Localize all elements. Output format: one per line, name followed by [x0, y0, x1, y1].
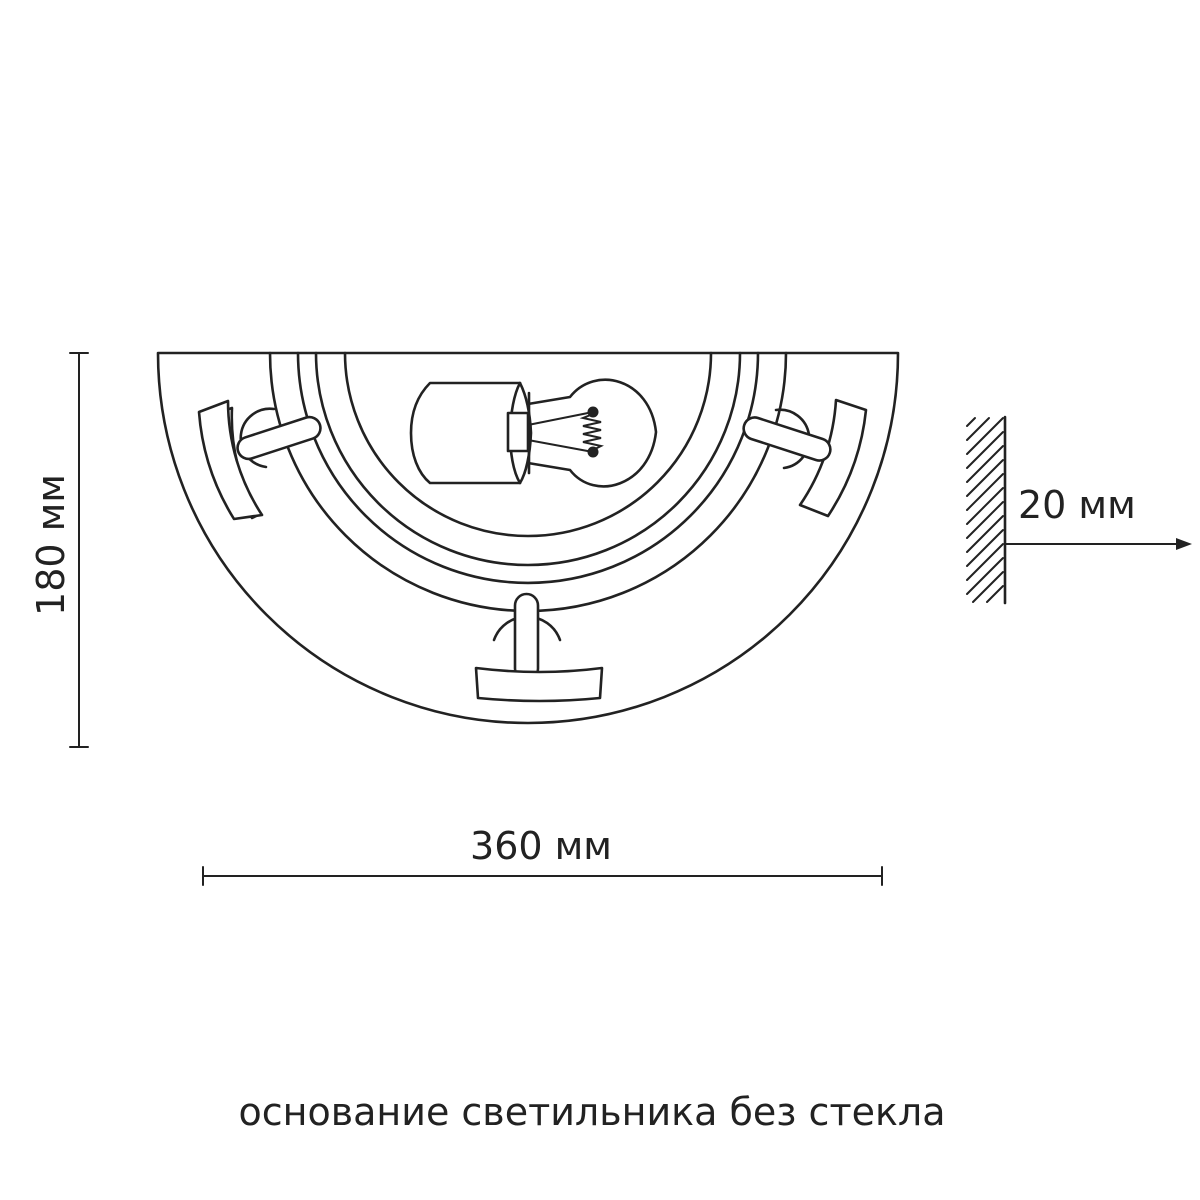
wall-depth-indicator: 20 мм [966, 415, 1192, 605]
ring-4 [343, 351, 713, 538]
left-clip-bracket [197, 399, 264, 521]
right-glass-clip [742, 398, 868, 518]
height-dimension: 180 мм [29, 352, 89, 748]
left-glass-clip [197, 399, 322, 521]
right-clip-bracket [798, 398, 868, 518]
ring-3 [314, 351, 742, 567]
filament-contact-top [587, 406, 599, 418]
left-clip-mount [239, 407, 276, 469]
wall-hatching [966, 417, 1004, 603]
depth-label: 20 мм [1018, 483, 1136, 527]
depth-arrowhead [1176, 538, 1192, 550]
bottom-clip-rod [513, 592, 540, 682]
left-clip-rod [236, 415, 322, 461]
bulb-base-contact [506, 411, 530, 453]
filament-wire-top [527, 411, 594, 426]
width-dimension: 360 мм [202, 824, 883, 886]
filament-coil-icon [579, 413, 604, 451]
caption: основание светильника без стекла [239, 1090, 946, 1134]
width-label: 360 мм [470, 824, 612, 868]
filament-contact-bottom [587, 446, 599, 458]
filament-wire-bottom [527, 439, 594, 453]
outer-half-dome [156, 351, 900, 725]
light-bulb [409, 378, 658, 488]
bottom-glass-clip [474, 592, 604, 703]
ring-2 [296, 351, 760, 585]
right-clip-rod [742, 416, 832, 462]
bottom-clip-bracket [474, 666, 604, 703]
bulb-glass-icon [526, 378, 658, 488]
height-label: 180 мм [29, 474, 73, 616]
ring-1 [268, 351, 788, 613]
